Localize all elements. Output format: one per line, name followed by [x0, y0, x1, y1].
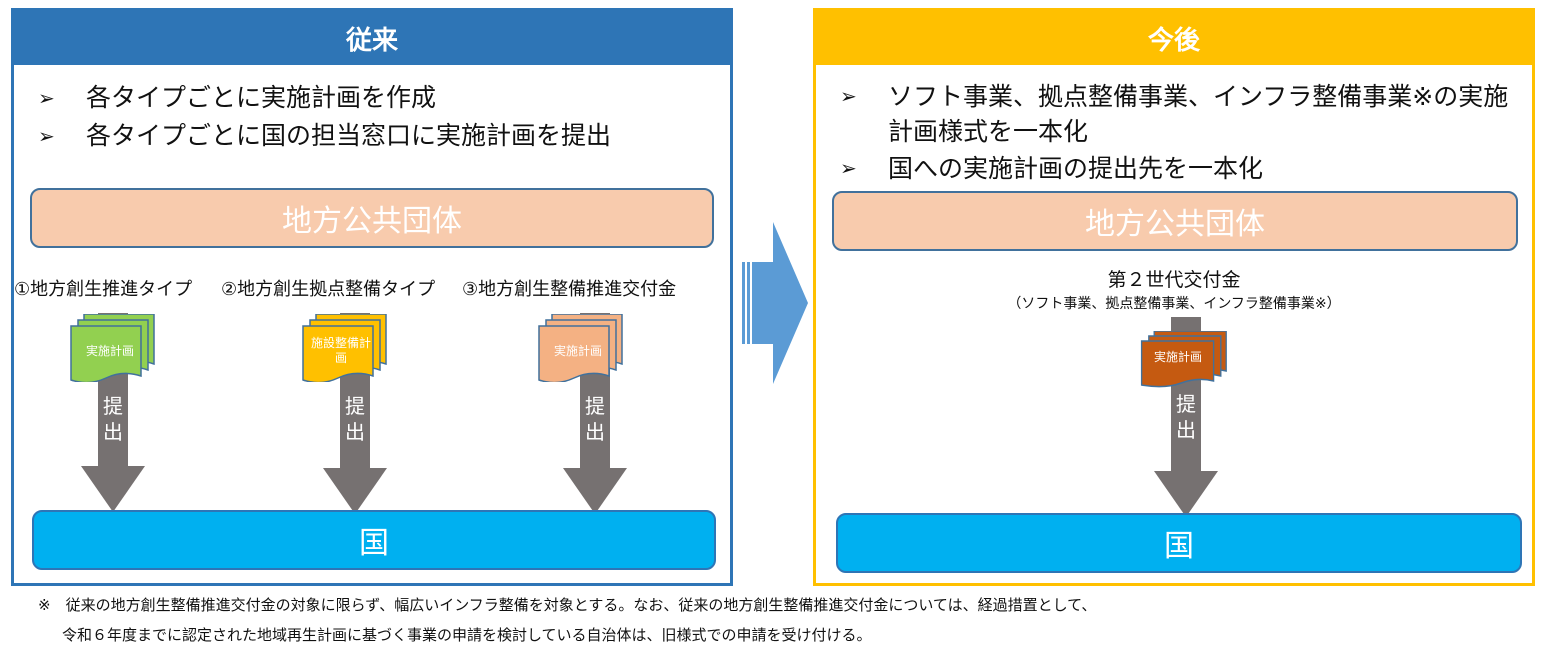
- bullet-item: ➢ 各タイプごとに実施計画を作成: [36, 79, 710, 117]
- document-stack-graphic: [302, 314, 387, 382]
- submit-label-char: 出: [585, 420, 605, 444]
- document-stack-graphic: [70, 314, 155, 382]
- local-government-box: 地方公共団体: [30, 188, 714, 248]
- down-arrow-icon: [563, 468, 627, 514]
- bullet-arrow-icon: ➢: [840, 156, 857, 180]
- after-panel: 今後 ➢ ソフト事業、拠点整備事業、インフラ整備事業※の実施計画様式を一本化 ➢…: [813, 8, 1535, 586]
- grant-subtitle: （ソフト事業、拠点整備事業、インフラ整備事業※）: [1007, 296, 1341, 312]
- country-box: 国: [32, 510, 716, 570]
- document-stack-icon: 施設整備計画: [302, 314, 392, 382]
- country-box: 国: [836, 513, 1522, 573]
- submit-label-char: 提: [1176, 392, 1196, 416]
- document-stack-graphic: [538, 314, 623, 382]
- document-stack-graphic: [1140, 331, 1227, 388]
- document-label: 実施計画: [553, 344, 602, 358]
- footnote-line-1: ※ 従来の地方創生整備推進交付金の対象に限らず、幅広いインフラ整備を対象とする。…: [38, 596, 1097, 614]
- bullet-text: 国への実施計画の提出先を一本化: [888, 154, 1264, 183]
- down-arrow-icon: [81, 466, 145, 512]
- before-bullets: ➢ 各タイプごとに実施計画を作成 ➢ 各タイプごとに国の担当窓口に実施計画を提出: [36, 79, 710, 155]
- local-government-box: 地方公共団体: [832, 191, 1518, 251]
- type-label-1: ①地方創生推進タイプ: [14, 279, 193, 300]
- after-header: 今後: [816, 11, 1532, 65]
- after-bullets: ➢ ソフト事業、拠点整備事業、インフラ整備事業※の実施計画様式を一本化 ➢ 国へ…: [838, 79, 1512, 188]
- down-arrow-icon: [1154, 471, 1218, 517]
- footnote-line-2: 令和６年度までに認定された地域再生計画に基づく事業の申請を検討している自治体は、…: [62, 626, 872, 644]
- submit-label-char: 出: [345, 420, 365, 444]
- submit-label-char: 提: [345, 394, 365, 418]
- before-panel: 従来 ➢ 各タイプごとに実施計画を作成 ➢ 各タイプごとに国の担当窓口に実施計画…: [11, 8, 733, 586]
- grant-title: 第２世代交付金: [1107, 269, 1241, 291]
- down-arrow-icon: [323, 468, 387, 514]
- submit-label-char: 出: [1176, 418, 1196, 442]
- bullet-text: ソフト事業、拠点整備事業、インフラ整備事業※の実施計画様式を一本化: [888, 82, 1509, 146]
- bullet-arrow-icon: ➢: [840, 84, 857, 108]
- bullet-arrow-icon: ➢: [38, 124, 55, 148]
- before-header: 従来: [14, 11, 730, 65]
- submit-label-char: 提: [585, 394, 605, 418]
- bullet-item: ➢ 国への実施計画の提出先を一本化: [838, 151, 1512, 186]
- bullet-item: ➢ 各タイプごとに国の担当窓口に実施計画を提出: [36, 117, 710, 155]
- bullet-text: 各タイプごとに実施計画を作成: [86, 83, 437, 112]
- document-label: 施設整備計画: [310, 336, 371, 365]
- document-label: 実施計画: [85, 344, 134, 358]
- bullet-item: ➢ ソフト事業、拠点整備事業、インフラ整備事業※の実施計画様式を一本化: [838, 79, 1512, 149]
- submit-label-char: 出: [103, 420, 123, 444]
- bullet-text: 各タイプごとに国の担当窓口に実施計画を提出: [86, 121, 612, 150]
- document-stack-icon: 実施計画: [70, 314, 160, 382]
- document-stack-icon: 実施計画: [1138, 331, 1228, 393]
- document-label: 実施計画: [1153, 350, 1202, 364]
- bullet-arrow-icon: ➢: [38, 86, 55, 110]
- document-stack-icon: 実施計画: [538, 314, 628, 382]
- submit-label-char: 提: [103, 394, 123, 418]
- type-label-3: ③地方創生整備推進交付金: [462, 279, 677, 300]
- type-label-2: ②地方創生拠点整備タイプ: [221, 279, 436, 300]
- transition-arrow-icon: [742, 222, 808, 384]
